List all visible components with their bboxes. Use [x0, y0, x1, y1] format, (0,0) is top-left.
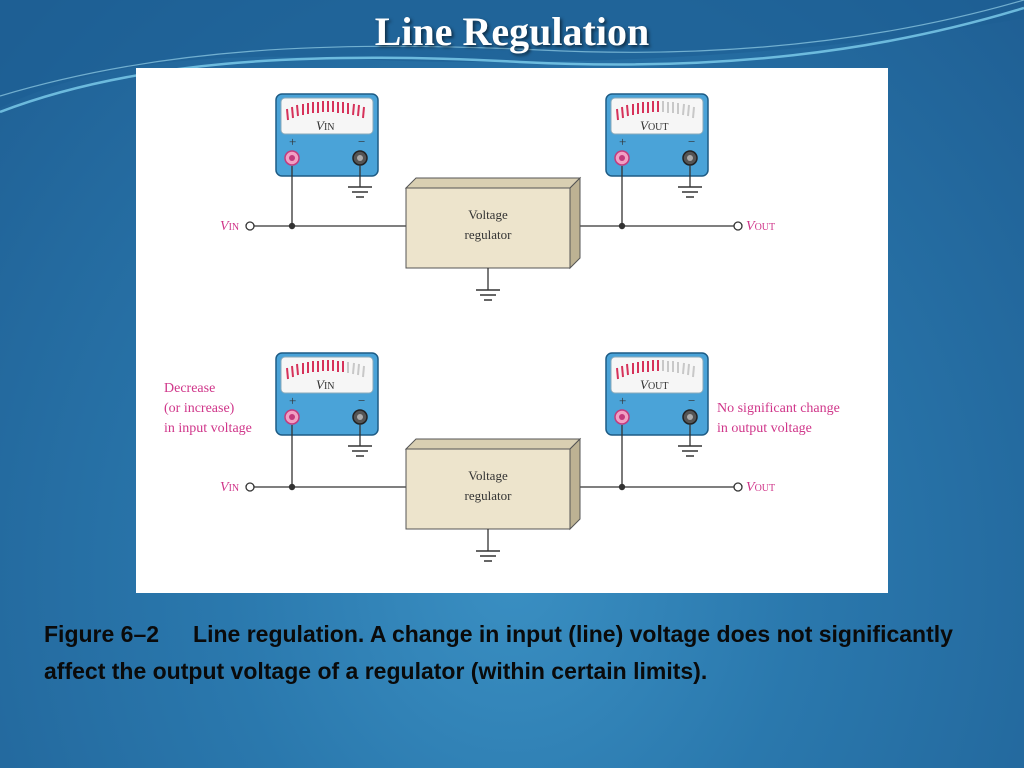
- svg-text:−: −: [688, 393, 695, 408]
- vout-label: VOUT: [746, 480, 775, 495]
- voltage-regulator-box: Voltage regulator: [404, 176, 582, 270]
- svg-text:(or increase): (or increase): [164, 401, 235, 416]
- svg-text:VIN: VIN: [316, 118, 335, 133]
- top-circuit: VIN + −: [220, 93, 775, 301]
- svg-text:regulator: regulator: [465, 488, 513, 503]
- svg-text:+: +: [619, 134, 626, 149]
- header-swoosh: [0, 0, 1024, 114]
- output-voltmeter: VOUT + −: [605, 93, 709, 177]
- figure-panel: VIN + −: [136, 68, 888, 593]
- svg-text:−: −: [358, 134, 365, 149]
- output-change-note: No significant change in output voltage: [717, 401, 840, 436]
- input-change-note: Decrease (or increase) in input voltage: [164, 381, 252, 436]
- output-terminal: [733, 221, 743, 231]
- svg-text:Voltage: Voltage: [468, 468, 508, 483]
- svg-text:+: +: [289, 393, 296, 408]
- vout-label: VOUT: [746, 219, 775, 234]
- input-voltmeter: VIN + −: [275, 352, 379, 436]
- svg-text:−: −: [688, 134, 695, 149]
- output-terminal: [733, 482, 743, 492]
- line-regulation-diagram: VIN + −: [164, 93, 840, 562]
- svg-text:+: +: [289, 134, 296, 149]
- input-terminal: [245, 221, 255, 231]
- voltage-regulator-box: Voltage regulator: [404, 437, 582, 531]
- svg-text:No significant change: No significant change: [717, 401, 840, 416]
- ground-symbol: [475, 267, 501, 301]
- figure-number: Figure 6–2: [44, 621, 160, 647]
- output-voltmeter: VOUT + −: [605, 352, 709, 436]
- vin-label: VIN: [220, 480, 239, 495]
- svg-text:in input voltage: in input voltage: [164, 421, 252, 436]
- svg-text:Decrease: Decrease: [164, 381, 215, 396]
- ground-symbol: [475, 528, 501, 562]
- svg-text:Voltage: Voltage: [468, 207, 508, 222]
- svg-text:VOUT: VOUT: [640, 118, 669, 133]
- svg-text:VOUT: VOUT: [640, 377, 669, 392]
- svg-text:−: −: [358, 393, 365, 408]
- svg-text:regulator: regulator: [465, 227, 513, 242]
- caption-text: Line regulation. A change in input (line…: [44, 621, 953, 684]
- meter-scale: [286, 360, 365, 380]
- vin-label: VIN: [220, 219, 239, 234]
- svg-text:in output voltage: in output voltage: [717, 421, 812, 436]
- bottom-circuit: VIN + −: [164, 352, 840, 562]
- meter-scale: [616, 101, 695, 121]
- slide-title: Line Regulation: [374, 9, 650, 54]
- meter-scale: [616, 360, 695, 380]
- input-voltmeter: VIN + −: [275, 93, 379, 177]
- svg-text:+: +: [619, 393, 626, 408]
- meter-scale: [286, 101, 365, 121]
- input-terminal: [245, 482, 255, 492]
- svg-text:VIN: VIN: [316, 377, 335, 392]
